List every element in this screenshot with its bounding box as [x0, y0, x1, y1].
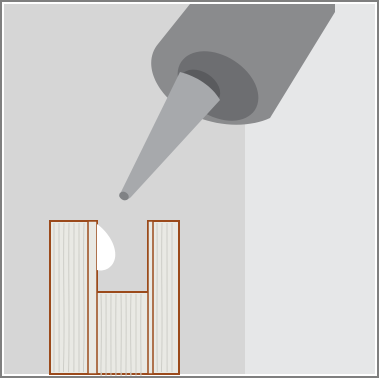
wood-grain-line — [63, 222, 65, 373]
sealant-bead — [97, 224, 116, 271]
wood-slot-right-board — [147, 220, 154, 375]
caulk-gun-nozzle-icon — [119, 4, 335, 201]
wood-grain-line — [82, 222, 85, 373]
nozzle-tip-hole — [119, 191, 129, 201]
wood-joint — [49, 220, 180, 378]
caulk-nozzle-tip — [119, 72, 220, 200]
wood-slot-left-board — [87, 220, 98, 375]
wood-grain-line — [161, 222, 163, 373]
